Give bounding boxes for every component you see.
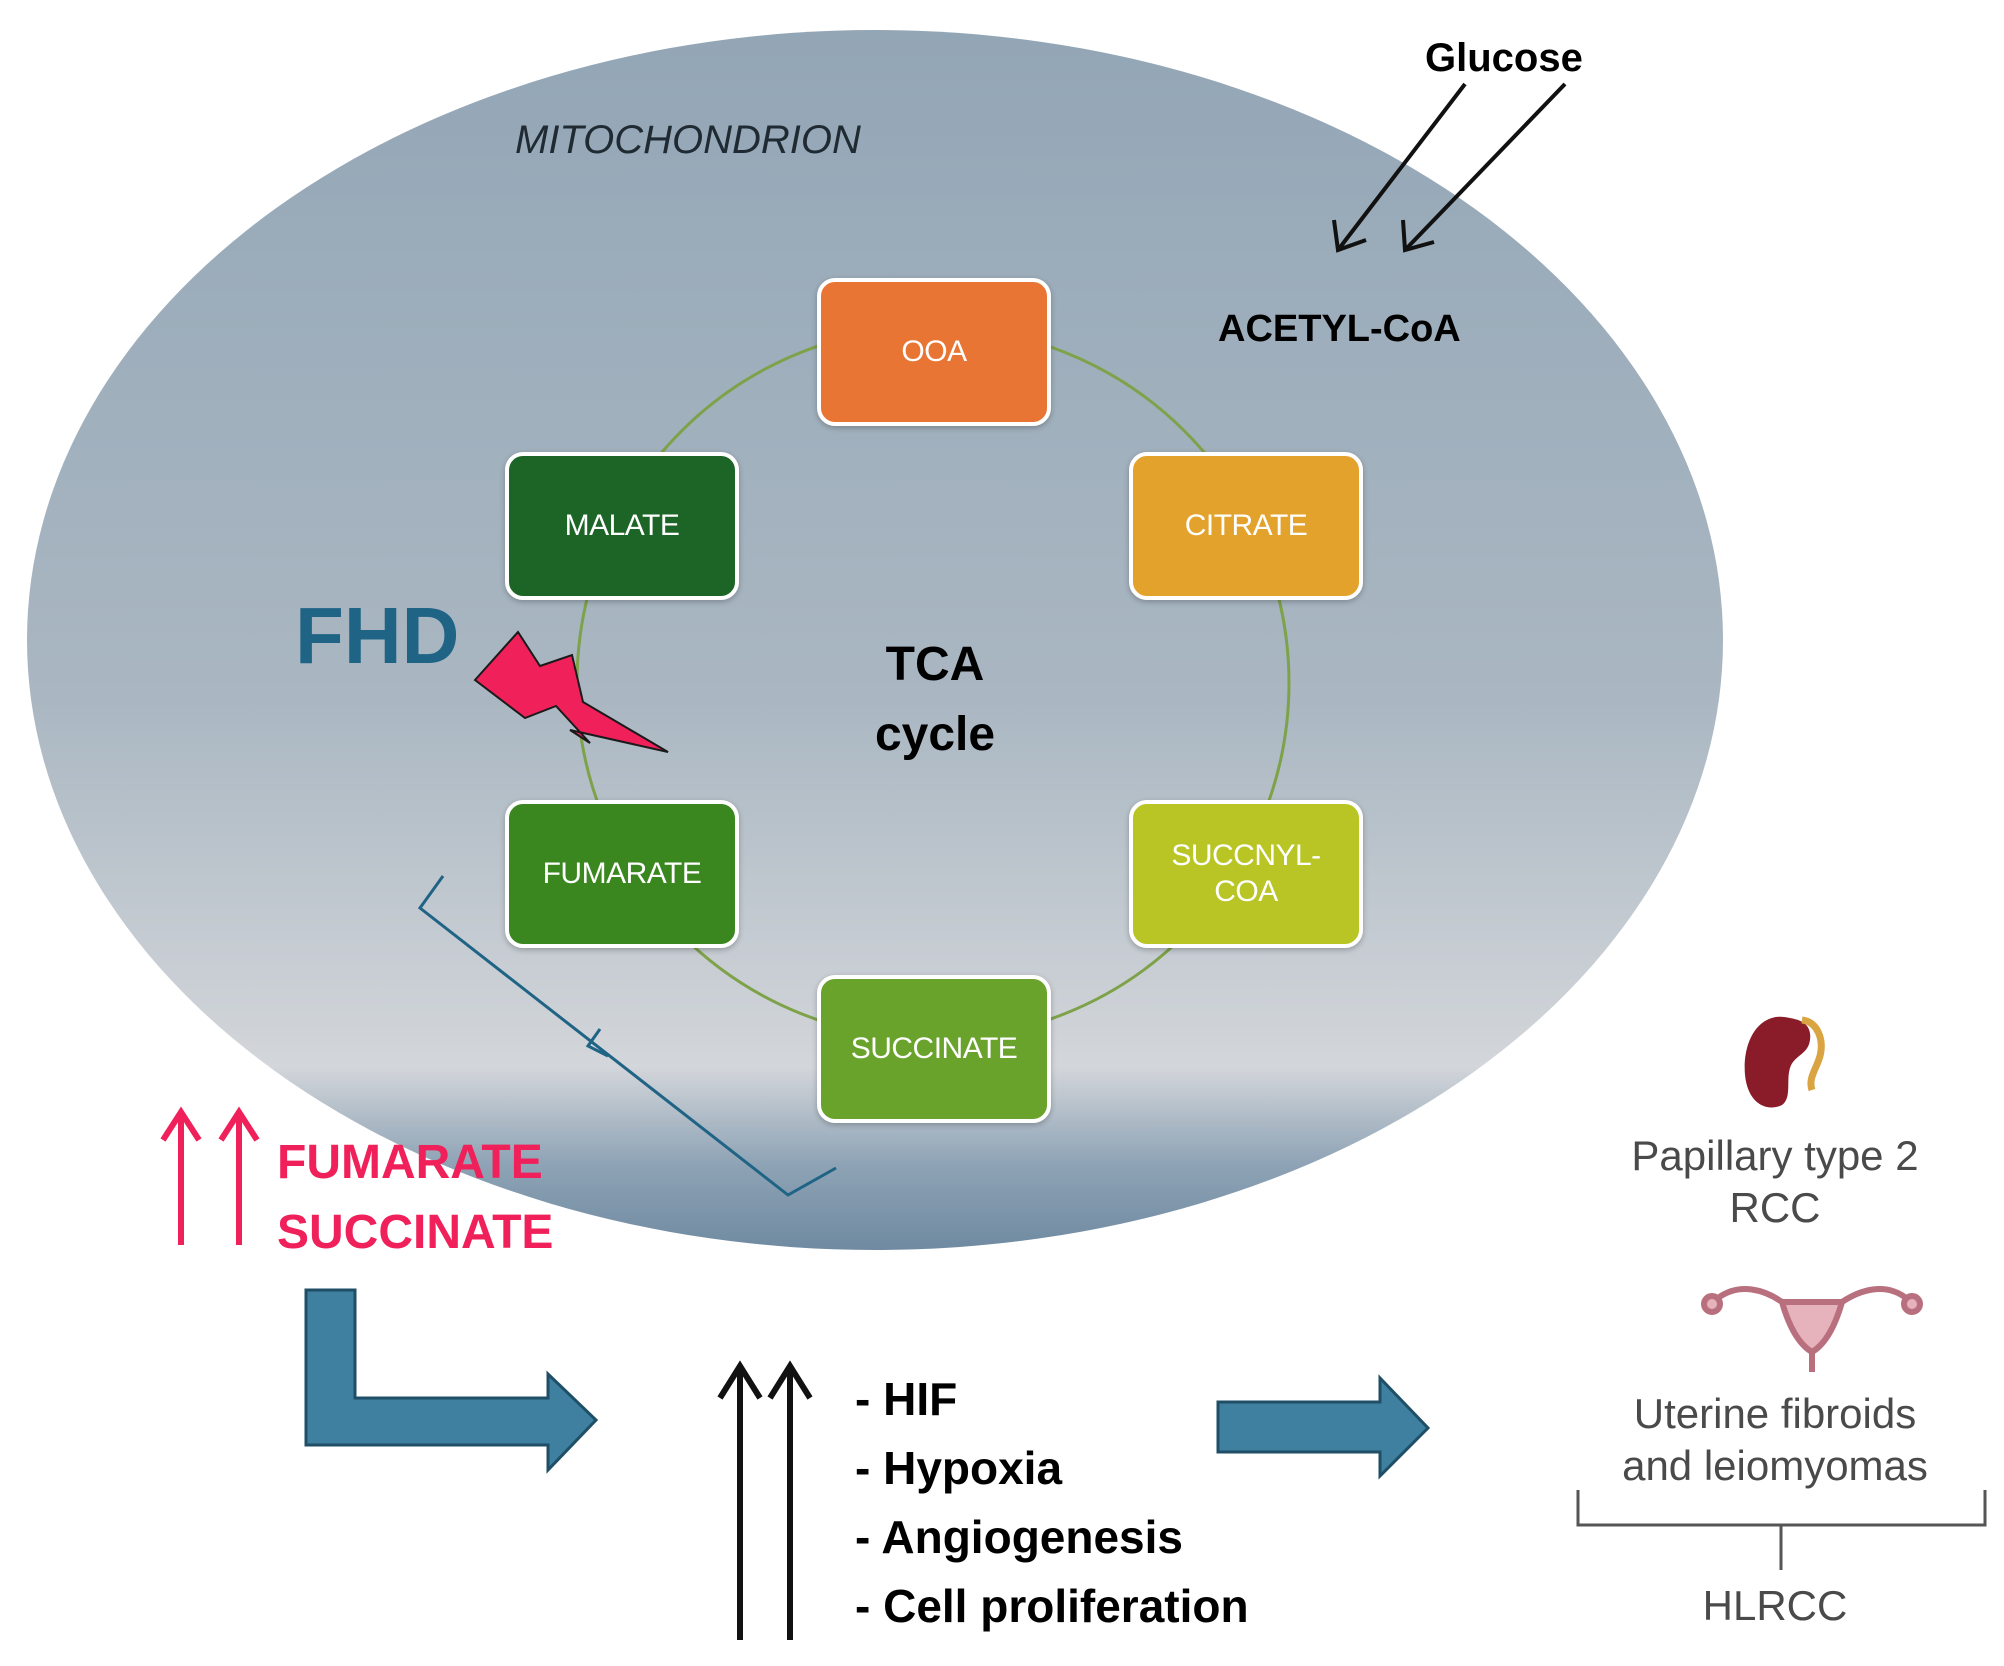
elevated-fumarate-row: FUMARATE — [155, 1128, 553, 1198]
node-succinate: SUCCINATE — [817, 975, 1051, 1123]
effect-cell-proliferation: - Cell proliferation — [855, 1580, 1249, 1632]
node-fumarate-label: FUMARATE — [542, 857, 702, 890]
node-citrate-label: CITRATE — [1184, 509, 1308, 542]
effects-list: - HIF - Hypoxia - Angiogenesis - Cell pr… — [855, 1365, 1249, 1641]
node-citrate: CITRATE — [1129, 452, 1363, 600]
node-malate: MALATE — [505, 452, 739, 600]
hlrcc-bracket — [1576, 1490, 1987, 1570]
mitochondrion-label: MITOCHONDRION — [515, 118, 861, 162]
disease-uf-line2: and leiomyomas — [1622, 1442, 1928, 1489]
elevated-succinate-row: SUCCINATE — [155, 1198, 553, 1268]
node-succinyl-coa-line1: SUCCNYL- — [1171, 839, 1321, 872]
disease-rcc: Papillary type 2 RCC — [1575, 1130, 1975, 1234]
kidney-icon — [1744, 1016, 1825, 1108]
elevated-fumarate: FUMARATE — [277, 1136, 543, 1189]
effect-hypoxia: - Hypoxia — [855, 1442, 1063, 1494]
glucose-arrows — [1332, 82, 1567, 253]
acetyl-coa-label: ACETYL-CoA — [1218, 308, 1461, 350]
l-shaped-arrow — [304, 1288, 599, 1474]
node-ooa: OOA — [817, 278, 1051, 426]
effect-hif: - HIF — [855, 1373, 958, 1425]
node-succinyl-coa-line2: COA — [1214, 875, 1278, 908]
disease-rcc-line2: RCC — [1729, 1184, 1821, 1231]
disease-uf-line1: Uterine fibroids — [1633, 1390, 1917, 1437]
elevated-arrows-icon — [160, 1106, 260, 1245]
elevated-metabolites: FUMARATE SUCCINATE — [155, 1128, 553, 1268]
tca-label-line2: cycle — [874, 708, 996, 761]
elevated-succinate: SUCCINATE — [277, 1206, 554, 1259]
node-ooa-label: OOA — [901, 335, 967, 368]
node-succinate-label: SUCCINATE — [850, 1032, 1018, 1065]
fhd-label: FHD — [295, 591, 460, 680]
node-succinyl-coa-label: SUCCNYL- COA — [1171, 838, 1321, 910]
disease-rcc-line1: Papillary type 2 — [1631, 1132, 1919, 1179]
lightning-bolt-icon — [473, 630, 669, 753]
tca-cycle-label: TCA cycle — [835, 630, 1035, 770]
right-arrow — [1216, 1374, 1431, 1480]
increase-arrows-icon — [717, 1360, 813, 1640]
node-malate-label: MALATE — [564, 509, 680, 542]
node-succinyl-coa: SUCCNYL- COA — [1129, 800, 1363, 948]
fumarate-succinate-bracket — [417, 875, 837, 1197]
tca-label-line1: TCA — [885, 638, 985, 691]
effect-angiogenesis: - Angiogenesis — [855, 1511, 1183, 1563]
disease-hlrcc: HLRCC — [1702, 1582, 1848, 1629]
uterus-icon — [1701, 1286, 1923, 1372]
disease-uterine-fibroids: Uterine fibroids and leiomyomas — [1575, 1388, 1975, 1492]
glucose-label: Glucose — [1425, 36, 1583, 80]
node-fumarate: FUMARATE — [505, 800, 739, 948]
